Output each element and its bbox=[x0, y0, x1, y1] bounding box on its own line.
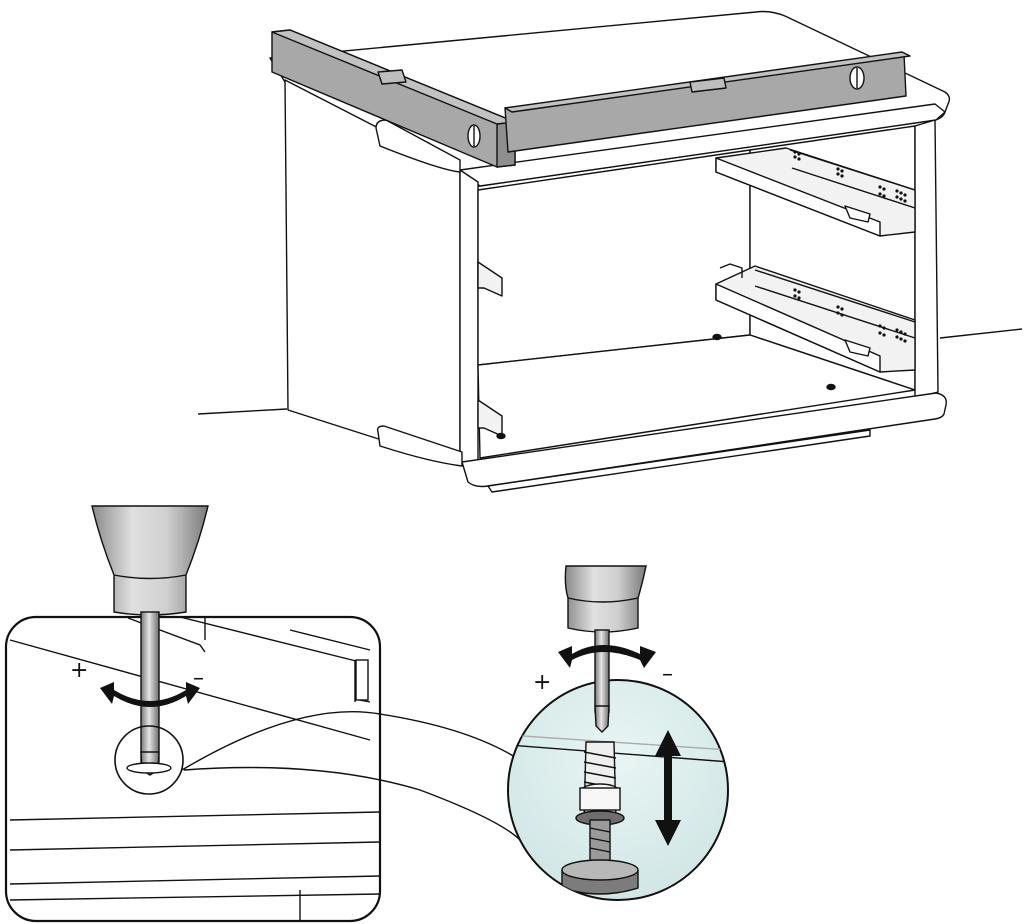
lower-drawer-slide bbox=[715, 263, 916, 373]
plus-sign-left: + bbox=[70, 658, 88, 683]
minus-sign-left: – bbox=[193, 666, 204, 691]
cabinet-right-front-edge bbox=[914, 119, 939, 399]
rotate-arrow-right bbox=[558, 645, 656, 668]
cabinet-plinth bbox=[487, 429, 871, 493]
bottom-hole-1 bbox=[712, 333, 722, 341]
spirit-level-side bbox=[271, 29, 516, 168]
cabinet-left-front-edge bbox=[459, 169, 479, 471]
callout-connector bbox=[181, 711, 521, 771]
rotate-arrow-left bbox=[100, 682, 200, 707]
cabinet-scene bbox=[197, 10, 1023, 493]
left-detail-frame bbox=[4, 615, 382, 923]
cabinet-back-panel bbox=[477, 149, 751, 366]
adjustable-foot bbox=[561, 741, 639, 895]
left-notch-top bbox=[375, 119, 461, 173]
cabinet-bottom-front-edge bbox=[461, 392, 947, 488]
height-adjust-arrow bbox=[655, 730, 681, 846]
left-bracket-top bbox=[477, 261, 503, 297]
floor-line-left bbox=[197, 408, 288, 415]
left-notch-bottom bbox=[376, 425, 463, 467]
left-magnify-circle bbox=[114, 725, 184, 795]
screwdriver-shaft-left bbox=[140, 611, 160, 763]
slide-holes bbox=[793, 150, 907, 343]
left-adjust-detail bbox=[4, 505, 382, 923]
left-bracket-bottom bbox=[477, 399, 503, 437]
floor-line-right bbox=[939, 328, 1023, 339]
minus-sign-right: – bbox=[662, 662, 673, 687]
screwdriver-handle-left bbox=[91, 505, 209, 616]
plus-sign-right: + bbox=[533, 670, 551, 695]
spirit-level-front bbox=[504, 51, 911, 153]
screwdriver-shaft-right bbox=[594, 629, 610, 713]
bottom-hole-3 bbox=[496, 432, 506, 440]
bottom-hole-2 bbox=[826, 383, 836, 391]
upper-drawer-slide bbox=[715, 147, 916, 237]
right-foot-detail bbox=[507, 565, 729, 901]
